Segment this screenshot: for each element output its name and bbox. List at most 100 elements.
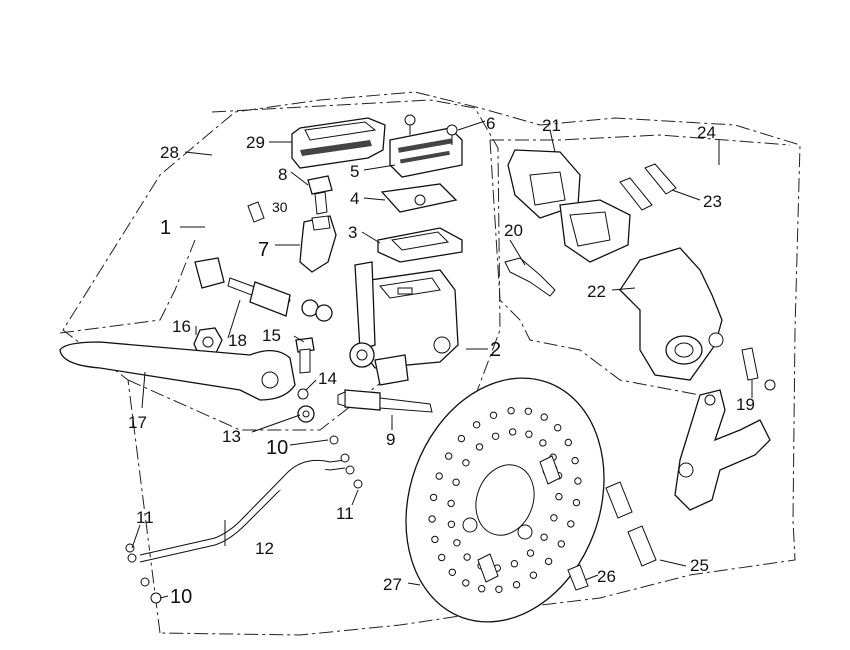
callout-20: 20 <box>504 221 523 240</box>
dust-boot-part <box>299 215 337 273</box>
disc-cooling-hole <box>452 478 460 486</box>
disc-cooling-hole <box>453 539 461 547</box>
disc-cooling-hole <box>428 515 436 523</box>
washers-part <box>297 388 315 423</box>
disc-cooling-hole <box>445 452 453 460</box>
callout-13: 13 <box>222 427 241 446</box>
callout-10-top: 10 <box>266 437 288 459</box>
brake-pads-part <box>507 149 631 263</box>
disc-cooling-hole <box>448 568 456 576</box>
disc-cooling-hole <box>462 459 470 467</box>
disc-cooling-hole <box>495 585 503 593</box>
callout-8: 8 <box>278 165 287 184</box>
disc-cooling-hole <box>435 472 443 480</box>
disc-cooling-hole <box>431 535 439 544</box>
callout-21: 21 <box>542 116 561 135</box>
disc-bolts-part <box>477 455 589 591</box>
callout-24: 24 <box>697 123 716 142</box>
disc-cooling-hole <box>447 499 455 508</box>
disc-cooling-hole <box>540 413 548 421</box>
disc-cooling-hole <box>557 540 565 548</box>
callout-labels: 1 2 3 4 5 6 7 8 9 10 10 11 11 12 13 14 1… <box>128 114 755 608</box>
callout-11-right: 11 <box>336 504 354 523</box>
callout-14: 14 <box>318 369 337 388</box>
callout-26: 26 <box>597 567 616 586</box>
disc-cooling-hole <box>472 421 481 429</box>
caliper-bolts-part <box>605 481 657 567</box>
disc-cooling-hole <box>507 407 515 415</box>
caliper-pins-part <box>619 163 677 211</box>
disc-cooling-hole <box>447 520 456 528</box>
reservoir-cover-part <box>291 117 386 169</box>
disc-cooling-hole <box>526 549 535 557</box>
callout-4: 4 <box>350 189 359 208</box>
disc-cooling-hole <box>572 498 581 507</box>
callout-27: 27 <box>383 575 402 594</box>
pin-part <box>247 201 265 223</box>
disc-cooling-hole <box>512 581 521 589</box>
cap-screws-part <box>404 114 458 145</box>
callout-7: 7 <box>258 239 269 261</box>
callout-23: 23 <box>703 192 722 211</box>
master-cylinder-part <box>349 261 459 386</box>
callout-25: 25 <box>690 556 709 575</box>
disc-cooling-hole <box>555 492 563 501</box>
callout-18: 18 <box>228 331 247 350</box>
disc-cooling-hole <box>457 434 466 443</box>
disc-cooling-hole <box>438 553 446 562</box>
pivot-bolt-part <box>307 175 333 215</box>
callout-9: 9 <box>386 430 395 449</box>
disc-cooling-hole <box>539 439 547 447</box>
reservoir-cap-part <box>389 127 463 178</box>
brake-lever-part <box>59 341 296 401</box>
disc-cooling-hole <box>509 428 517 436</box>
bleeder-valve-part <box>741 347 776 391</box>
callout-2: 2 <box>490 339 501 361</box>
callout-15: 15 <box>262 326 281 345</box>
callout-5: 5 <box>350 162 359 181</box>
callout-29: 29 <box>246 133 265 152</box>
callout-11-left: 11 <box>136 508 154 527</box>
pad-spring-part <box>504 257 556 297</box>
callout-16: 16 <box>172 317 191 336</box>
disc-cooling-hole <box>525 430 533 438</box>
callout-30: 30 <box>272 199 288 215</box>
piston-kit-part <box>194 257 333 322</box>
callout-19: 19 <box>736 395 755 414</box>
disc-cooling-hole <box>510 560 519 568</box>
diaphragm-plate-part <box>380 183 458 213</box>
disc-cooling-hole <box>550 514 558 522</box>
callout-1: 1 <box>160 217 171 239</box>
disc-cooling-hole <box>544 557 553 566</box>
caliper-bracket-part <box>674 389 771 511</box>
lever-nut-part <box>193 327 223 358</box>
disc-cooling-hole <box>489 411 498 419</box>
brake-hose-part <box>125 435 363 604</box>
disc-cooling-hole <box>463 553 471 561</box>
callout-22: 22 <box>587 282 606 301</box>
diaphragm-part <box>377 227 463 263</box>
disc-cooling-hole <box>524 407 532 415</box>
disc-cooling-hole <box>475 443 484 451</box>
caliper-part <box>619 247 724 381</box>
callout-28: 28 <box>160 143 179 162</box>
callout-17: 17 <box>128 413 147 432</box>
leader-lines <box>131 120 753 599</box>
brake-switch-part <box>337 389 433 413</box>
disc-cooling-hole <box>462 579 470 587</box>
disc-cooling-hole <box>574 477 582 485</box>
callout-12: 12 <box>255 539 274 558</box>
callout-6: 6 <box>486 114 495 133</box>
disc-cooling-hole <box>491 432 500 440</box>
disc-cooling-hole <box>478 585 486 593</box>
brake-disc-part <box>405 377 605 623</box>
disc-cooling-hole <box>529 571 538 579</box>
disc-cooling-hole <box>567 520 575 528</box>
disc-cooling-hole <box>564 438 572 447</box>
lever-pivot-part <box>295 337 315 374</box>
callout-10-bottom: 10 <box>170 586 192 608</box>
disc-cooling-hole <box>540 533 548 541</box>
disc-cooling-hole <box>429 493 438 502</box>
callout-3: 3 <box>348 223 357 242</box>
